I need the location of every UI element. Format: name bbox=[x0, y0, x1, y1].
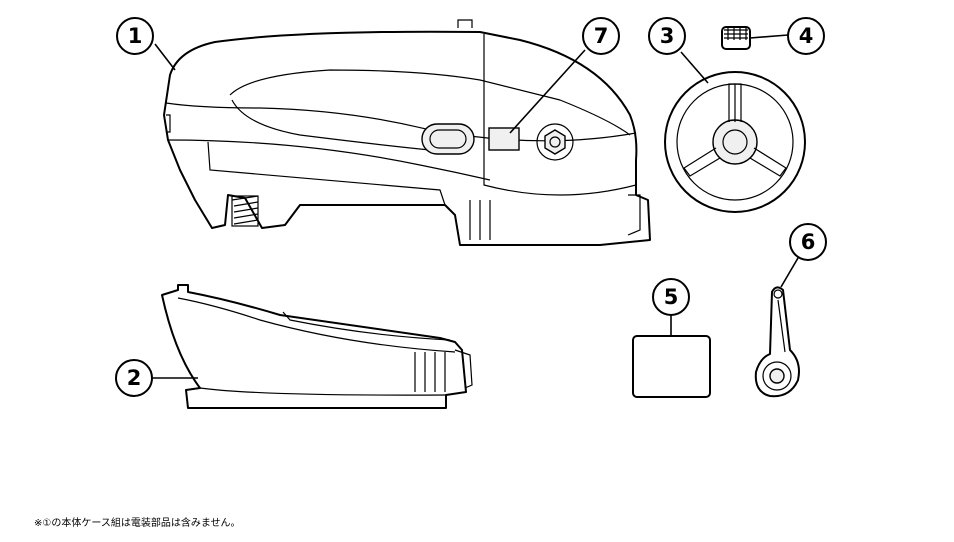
leader-7 bbox=[509, 49, 586, 134]
callout-1: 1 bbox=[116, 17, 154, 55]
callout-5-label: 5 bbox=[664, 285, 679, 309]
leader-1 bbox=[154, 43, 176, 71]
part-3-wheel bbox=[664, 71, 806, 213]
leader-3 bbox=[680, 51, 709, 84]
part-4-cap bbox=[721, 26, 751, 50]
footnote: ※①の本体ケース組は電装部品は含みません。 bbox=[34, 518, 241, 529]
callout-6: 6 bbox=[789, 223, 827, 261]
callout-7-label: 7 bbox=[594, 24, 609, 48]
part-5-pad bbox=[632, 335, 711, 398]
callout-3: 3 bbox=[648, 17, 686, 55]
callout-3-label: 3 bbox=[660, 24, 675, 48]
callout-4-label: 4 bbox=[799, 24, 814, 48]
part-6-lever bbox=[754, 286, 800, 398]
part-2-lower-case bbox=[161, 284, 473, 409]
spring-icon bbox=[231, 195, 259, 227]
leader-4 bbox=[749, 34, 789, 39]
callout-5: 5 bbox=[652, 278, 690, 316]
callout-6-label: 6 bbox=[801, 230, 816, 254]
switch-part-7 bbox=[488, 127, 520, 151]
callout-4: 4 bbox=[787, 17, 825, 55]
callout-2-label: 2 bbox=[127, 366, 142, 390]
part-1-body-case bbox=[163, 19, 651, 246]
leader-6 bbox=[780, 257, 799, 288]
callout-1-label: 1 bbox=[128, 24, 143, 48]
callout-7: 7 bbox=[582, 17, 620, 55]
callout-2: 2 bbox=[115, 359, 153, 397]
